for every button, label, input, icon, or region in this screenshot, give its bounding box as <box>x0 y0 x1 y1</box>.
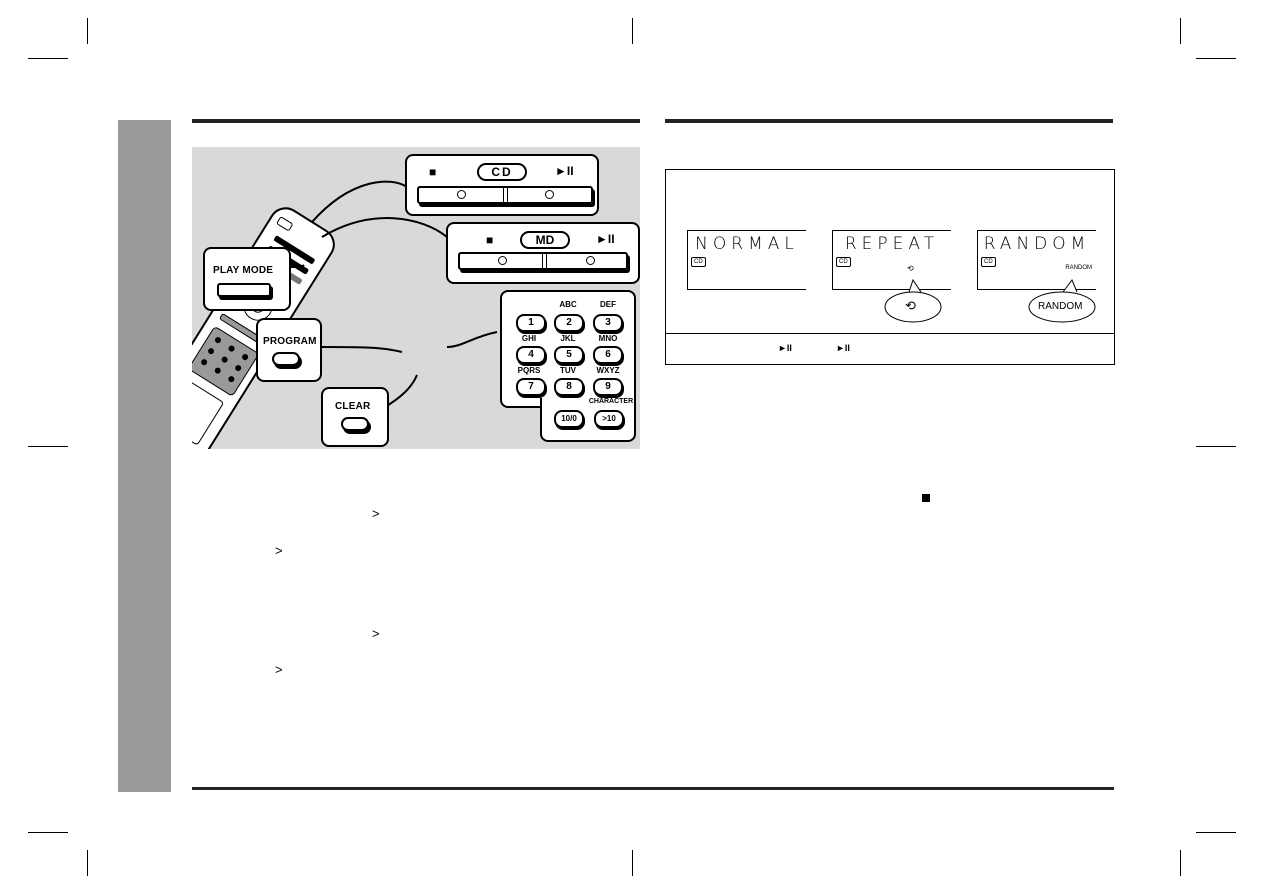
crop-mark <box>87 850 88 876</box>
crop-mark <box>1180 18 1181 44</box>
lcd-mode-text: REPEAT <box>844 234 940 254</box>
key-letters-ghi: GHI <box>521 334 537 343</box>
cd-controls-callout: ■ CD ►II <box>405 154 599 216</box>
repeat-icon: ⟲ <box>907 264 914 273</box>
crop-mark <box>632 850 633 876</box>
lcd-display-random: RANDOM CD RANDOM <box>977 230 1096 290</box>
crop-mark <box>1196 58 1236 59</box>
key-4: 4 <box>516 346 546 364</box>
cd-badge: CD <box>691 257 706 267</box>
repeat-icon: ⟲ <box>905 298 916 313</box>
play-mode-diagram <box>665 169 1115 365</box>
key-letters-tuv: TUV <box>560 366 576 375</box>
key-9: 9 <box>593 378 623 396</box>
section-rule-right <box>665 119 1113 123</box>
step-arrow: > <box>372 626 380 641</box>
md-controls-callout: ■ MD ►II <box>446 222 640 284</box>
chapter-sidebar <box>118 120 171 792</box>
play-mode-label: PLAY MODE <box>213 265 274 276</box>
crop-mark <box>87 18 88 44</box>
key-letters-wxyz: WXYZ <box>596 366 620 375</box>
md-button-bar <box>458 252 628 270</box>
play-pause-icon: ►II <box>555 164 574 178</box>
clear-callout: CLEAR <box>321 387 389 447</box>
play-pause-icon: ►II <box>836 343 850 353</box>
play-pause-icon: ►II <box>778 343 792 353</box>
keypad-extension-callout: CHARACTER 10/0 >10 <box>540 398 636 442</box>
key-3: 3 <box>593 314 623 332</box>
key-letters-jkl: JKL <box>560 334 576 343</box>
step-arrow: > <box>275 543 283 558</box>
md-label: MD <box>520 231 570 249</box>
clear-label: CLEAR <box>335 401 371 412</box>
crop-mark <box>1196 446 1236 447</box>
crop-mark <box>1196 832 1236 833</box>
key-letters-character: CHARACTER <box>588 398 634 405</box>
keypad-callout: ABC DEF 1 2 3 GHI JKL MNO 4 5 6 PQRS TUV… <box>500 290 636 408</box>
key-8: 8 <box>554 378 584 396</box>
step-arrow: > <box>275 662 283 677</box>
key-10-0: 10/0 <box>554 410 584 428</box>
indicator-bubbles <box>884 278 1096 323</box>
clear-button <box>341 417 369 431</box>
crop-mark <box>1180 850 1181 876</box>
key-1: 1 <box>516 314 546 332</box>
key-letters-abc: ABC <box>559 300 577 309</box>
key-7: 7 <box>516 378 546 396</box>
lcd-display-repeat: REPEAT CD ⟲ <box>832 230 951 290</box>
key-letters-mno: MNO <box>598 334 618 343</box>
crop-mark <box>28 832 68 833</box>
key-letters-def: DEF <box>600 300 616 309</box>
program-callout: PROGRAM <box>256 318 322 382</box>
crop-mark <box>28 58 68 59</box>
cd-badge: CD <box>836 257 851 267</box>
crop-mark <box>28 446 68 447</box>
key-6: 6 <box>593 346 623 364</box>
lcd-display-normal: NORMAL CD <box>687 230 806 290</box>
program-button <box>272 352 300 366</box>
step-arrow: > <box>372 506 380 521</box>
cd-button-bar <box>417 186 593 204</box>
lcd-mode-text: NORMAL <box>695 234 799 254</box>
random-indicator: RANDOM <box>1065 265 1092 271</box>
key-5: 5 <box>554 346 584 364</box>
lcd-mode-text: RANDOM <box>983 234 1091 254</box>
key-letters-pqrs: PQRS <box>517 366 541 375</box>
footer-rule <box>192 787 1114 790</box>
stop-icon: ■ <box>486 233 494 247</box>
program-label: PROGRAM <box>263 336 317 347</box>
play-pause-icon: ►II <box>596 232 615 246</box>
section-rule-left <box>192 119 640 123</box>
stop-icon: ■ <box>429 165 437 179</box>
random-bubble-label: RANDOM <box>1038 301 1083 312</box>
diagram-divider <box>665 333 1114 334</box>
key-2: 2 <box>554 314 584 332</box>
cd-badge: CD <box>981 257 996 267</box>
play-mode-button <box>217 283 271 297</box>
play-mode-callout: PLAY MODE <box>203 247 291 311</box>
stop-icon <box>922 494 930 502</box>
crop-mark <box>632 18 633 44</box>
cd-label: CD <box>477 163 527 181</box>
key-greater-10: >10 <box>594 410 624 428</box>
